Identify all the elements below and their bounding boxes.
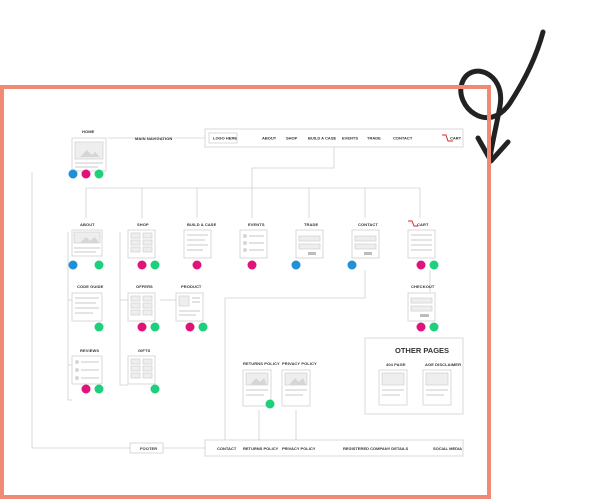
nav-cart[interactable]: CART xyxy=(450,136,462,141)
pink-dot xyxy=(192,260,202,270)
pink-dot xyxy=(185,322,195,332)
footer-social-media[interactable]: SOCIAL MEDIA xyxy=(433,446,462,451)
reviews-label: REVIEWS xyxy=(80,348,99,353)
privacy-policy-label: PRIVACY POLICY xyxy=(282,361,317,366)
product-wireframe xyxy=(175,292,204,322)
offers-label: OFFERS xyxy=(136,284,153,289)
main-navigation-label: MAIN NAVIGATION xyxy=(135,136,172,141)
gifts-wireframe xyxy=(127,355,156,385)
404-page-label: 404 PAGE xyxy=(386,362,406,367)
footer-returns-policy[interactable]: RETURNS POLICY xyxy=(243,446,279,451)
trade-label: TRADE xyxy=(304,222,319,227)
trade-wireframe xyxy=(295,229,324,259)
pink-dot xyxy=(137,260,147,270)
pink-dot xyxy=(81,384,91,394)
age-disclaimer-label: AGE DISCLAIMER xyxy=(425,362,461,367)
blue-dot xyxy=(291,260,301,270)
cart-icon xyxy=(408,220,418,227)
green-dot xyxy=(94,260,104,270)
footer-contact[interactable]: CONTACT xyxy=(217,446,237,451)
returns-policy-wireframe xyxy=(242,369,272,407)
contact-label: CONTACT xyxy=(358,222,378,227)
pink-dot xyxy=(416,260,426,270)
pink-dot xyxy=(416,322,426,332)
footer-privacy-policy[interactable]: PRIVACY POLICY xyxy=(282,446,316,451)
about-wireframe xyxy=(71,229,103,257)
pink-dot xyxy=(247,260,257,270)
footer-box xyxy=(129,442,164,454)
logo-box xyxy=(208,132,238,144)
nav-build-a-case[interactable]: BUILD A CASE xyxy=(308,136,336,141)
footer-company-details[interactable]: REGISTERED COMPANY DETAILS xyxy=(343,446,408,451)
offers-wireframe xyxy=(127,292,156,322)
green-dot xyxy=(150,384,160,394)
code-guide-wireframe xyxy=(71,292,103,322)
age-disclaimer-wireframe xyxy=(422,369,452,406)
code-guide-label: CODE GUIDE xyxy=(77,284,104,289)
shop-wireframe xyxy=(127,229,156,259)
nav-trade[interactable]: TRADE xyxy=(367,136,381,141)
pink-dot xyxy=(81,169,91,179)
logo-text: LOGO HERE xyxy=(213,136,237,141)
about-label: ABOUT xyxy=(80,222,95,227)
contact-wireframe xyxy=(351,229,380,259)
build-a-case-label: BUILD A CASE xyxy=(187,222,217,227)
green-dot xyxy=(150,322,160,332)
blue-dot xyxy=(68,169,78,179)
reviews-wireframe xyxy=(71,355,103,385)
404-page-wireframe xyxy=(378,369,408,406)
nav-about[interactable]: ABOUT xyxy=(262,136,277,141)
green-dot xyxy=(429,260,439,270)
hand-drawn-arrow-icon xyxy=(458,29,546,164)
nav-events[interactable]: EVENTS xyxy=(342,136,358,141)
gifts-label: GIFTS xyxy=(138,348,151,353)
blue-dot xyxy=(347,260,357,270)
green-dot xyxy=(94,169,104,179)
green-dot xyxy=(94,384,104,394)
returns-policy-label: RETURNS POLICY xyxy=(243,361,280,366)
nav-contact[interactable]: CONTACT xyxy=(393,136,413,141)
nav-shop[interactable]: SHOP xyxy=(286,136,298,141)
green-dot xyxy=(94,322,104,332)
green-dot xyxy=(265,399,275,409)
green-dot xyxy=(150,260,160,270)
green-dot xyxy=(198,322,208,332)
cart-icon[interactable] xyxy=(442,134,453,142)
checkout-wireframe xyxy=(407,292,436,322)
other-pages-title: OTHER PAGES xyxy=(395,346,449,355)
events-wireframe xyxy=(239,229,268,259)
green-dot xyxy=(429,322,439,332)
blue-dot xyxy=(68,260,78,270)
header-nav-bar xyxy=(204,128,464,148)
privacy-policy-wireframe xyxy=(281,369,311,407)
cart-wireframe xyxy=(407,229,436,259)
orange-frame xyxy=(0,85,491,499)
footer-label: FOOTER xyxy=(140,446,157,451)
cart-label: CART xyxy=(417,222,429,227)
checkout-label: CHECKOUT xyxy=(411,284,435,289)
events-label: EVENTS xyxy=(248,222,265,227)
footer-bar xyxy=(204,439,464,457)
connectors xyxy=(31,137,431,449)
pink-dot xyxy=(137,322,147,332)
home-label: HOME xyxy=(82,129,95,134)
shop-label: SHOP xyxy=(137,222,149,227)
build-a-case-wireframe xyxy=(183,229,212,259)
home-wireframe xyxy=(71,137,107,172)
product-label: PRODUCT xyxy=(181,284,202,289)
